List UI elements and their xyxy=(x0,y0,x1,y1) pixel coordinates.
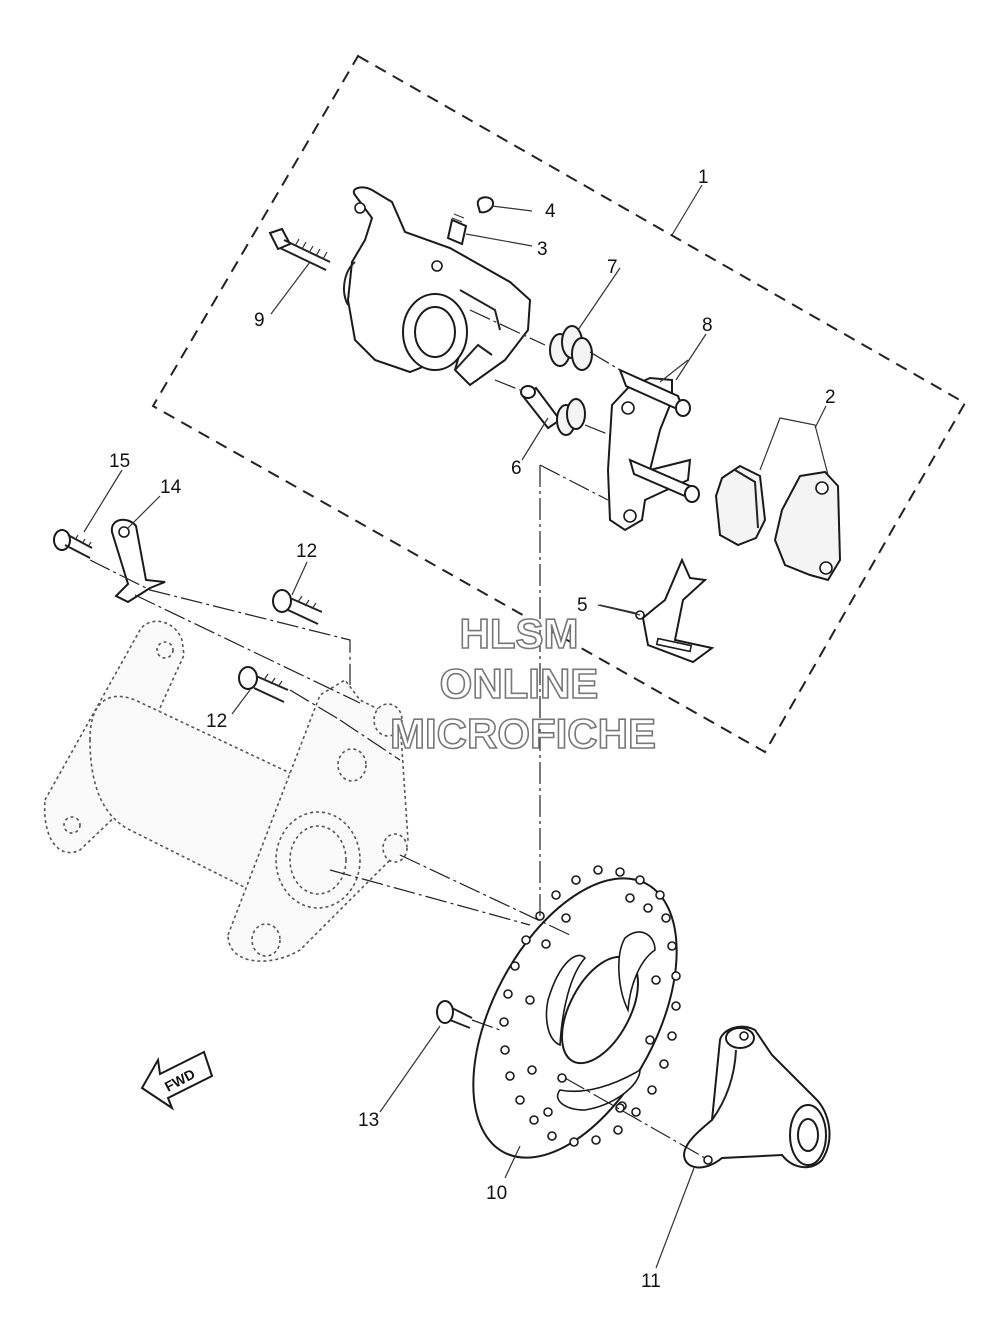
callout-12-lower: 12 xyxy=(206,711,227,732)
watermark-line-1: HLSM xyxy=(460,610,579,657)
brake-disc-10 xyxy=(472,865,681,1159)
watermark-line-2: ONLINE xyxy=(440,660,599,707)
callout-2: 2 xyxy=(825,387,836,408)
callout-9: 9 xyxy=(254,310,265,331)
callout-5: 5 xyxy=(577,595,588,616)
callout-13: 13 xyxy=(358,1110,379,1131)
bleeder-cap-4 xyxy=(476,196,533,214)
pin-6 xyxy=(520,385,586,436)
callout-labels: 1 2 3 4 5 6 7 8 9 10 11 12 12 13 14 15 xyxy=(109,167,836,1292)
boot-7 xyxy=(549,325,593,371)
bleeder-screw-3 xyxy=(446,213,533,247)
callout-10: 10 xyxy=(486,1183,507,1204)
callout-12-upper: 12 xyxy=(296,541,317,562)
bolt-9 xyxy=(268,227,331,271)
bolt-12-upper xyxy=(272,589,323,625)
caliper-body xyxy=(343,186,532,387)
callout-8: 8 xyxy=(702,315,713,336)
callout-1: 1 xyxy=(698,167,709,188)
callout-6: 6 xyxy=(511,458,522,479)
axle-housing-phantom xyxy=(43,620,409,962)
callout-3: 3 xyxy=(537,239,548,260)
watermark: HLSM ONLINE MICROFICHE xyxy=(389,609,657,758)
brake-pads-2 xyxy=(714,417,842,582)
pad-spring-5 xyxy=(599,557,715,664)
fwd-arrow: FWD xyxy=(140,1050,214,1111)
assembly-lines xyxy=(89,309,706,1159)
callout-14: 14 xyxy=(160,477,182,498)
hub-11 xyxy=(682,1025,831,1169)
callout-7: 7 xyxy=(607,257,618,278)
bolt-15 xyxy=(53,529,93,559)
disc-vent-holes xyxy=(499,865,681,1147)
hose-guide-14 xyxy=(110,518,166,604)
callout-15: 15 xyxy=(109,451,130,472)
bolt-12-lower xyxy=(238,666,289,703)
callout-4: 4 xyxy=(545,201,556,222)
bracket-8 xyxy=(606,359,700,532)
callout-11: 11 xyxy=(641,1271,661,1292)
watermark-line-3: MICROFICHE xyxy=(390,710,656,757)
disc-bolt-13 xyxy=(436,1000,473,1029)
caliper-assembly-boundary xyxy=(151,54,967,754)
leader-lines xyxy=(83,184,827,1269)
